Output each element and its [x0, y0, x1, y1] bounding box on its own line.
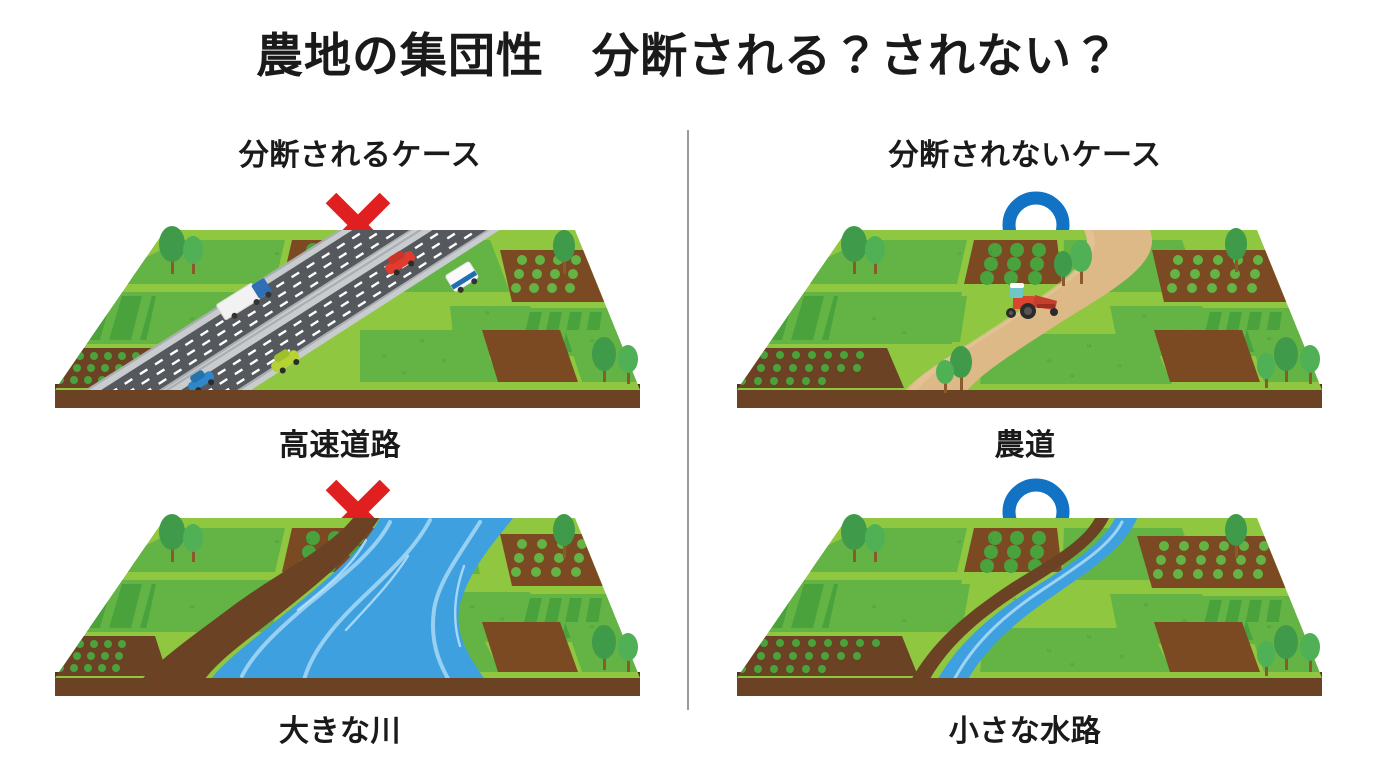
svg-text:ɯ: ɯ: [902, 330, 906, 336]
svg-text:ɯ: ɯ: [1047, 358, 1051, 364]
svg-text:ɯ: ɯ: [872, 604, 876, 610]
vehicle-van-white-blue: [445, 261, 479, 293]
svg-text:ɯ: ɯ: [1070, 373, 1074, 379]
svg-text:ɯ: ɯ: [1142, 313, 1146, 319]
column-heading-right: 分断されないケース: [888, 139, 1162, 172]
svg-text:ɯ: ɯ: [1267, 336, 1271, 342]
svg-text:ɯ: ɯ: [1117, 363, 1121, 369]
tree-topright: [553, 514, 575, 558]
svg-text:ɯ: ɯ: [1047, 648, 1051, 654]
page-title: 農地の集団性 分断される？されない？: [256, 29, 1120, 82]
svg-text:ɯ: ɯ: [902, 618, 906, 624]
svg-text:ɯ: ɯ: [590, 338, 594, 344]
svg-text:ɯ: ɯ: [442, 358, 446, 364]
caption-big-river: 大きな川: [279, 715, 401, 748]
svg-text:ɯ: ɯ: [988, 537, 992, 543]
svg-text:ɯ: ɯ: [1144, 602, 1148, 608]
svg-text:ɯ: ɯ: [1087, 343, 1091, 349]
vehicle-car-green: [271, 349, 300, 374]
vehicle-tractor-red: [1006, 283, 1058, 319]
vehicle-truck-white-blue: [216, 278, 272, 321]
svg-text:ɯ: ɯ: [420, 338, 424, 344]
svg-text:ɯ: ɯ: [500, 616, 504, 622]
scene-farm-road: ɯɯɯ ɯɯɯ ɯɯɯ ɯɯɯ: [712, 222, 1332, 422]
svg-text:ɯ: ɯ: [1070, 662, 1074, 668]
caption-small-channel: 小さな水路: [948, 715, 1102, 748]
svg-text:ɯ: ɯ: [382, 353, 386, 359]
svg-text:ɯ: ɯ: [872, 316, 876, 322]
tree-cluster-bottomright: [592, 337, 638, 384]
svg-text:ɯ: ɯ: [190, 316, 194, 322]
svg-text:ɯ: ɯ: [1182, 618, 1186, 624]
caption-farm-road: 農道: [994, 429, 1056, 462]
tree-cluster-topleft: [841, 514, 885, 562]
svg-text:ɯ: ɯ: [1120, 654, 1124, 660]
svg-text:ɯ: ɯ: [528, 330, 532, 336]
svg-text:ɯ: ɯ: [1267, 624, 1271, 630]
tree-cluster-bottomright: [1257, 625, 1320, 676]
svg-text:ɯ: ɯ: [957, 539, 961, 545]
tree-topright: [553, 230, 575, 274]
svg-text:ɯ: ɯ: [275, 539, 279, 545]
svg-text:ɯ: ɯ: [275, 251, 279, 257]
scene-big-river: ɯɯɯ ɯɯɯ ɯɯɯ ɯɯ: [30, 510, 650, 710]
svg-text:ɯ: ɯ: [988, 249, 992, 255]
tree-cluster-bottomright: [1257, 337, 1320, 388]
svg-text:ɯ: ɯ: [1012, 596, 1016, 602]
tree-topright: [1225, 228, 1247, 272]
scene-highway: ɯɯɯ ɯɯɯ ɯɯɯ ɯɯɯ: [30, 222, 650, 422]
svg-text:ɯ: ɯ: [190, 604, 194, 610]
tree-cluster-topleft: [159, 226, 203, 274]
tree-topright: [1225, 514, 1247, 558]
column-heading-left: 分断されるケース: [238, 139, 482, 172]
tree-cluster-bottomright: [592, 625, 638, 672]
vehicle-car-red: [385, 250, 416, 276]
scene-small-channel: ɯ ɯ ɯ ɯ ɯ ɯ ɯ ɯ ɯ ɯ ɯ ɯ: [712, 510, 1332, 710]
tree-cluster-topleft: [159, 514, 203, 562]
caption-highway: 高速道路: [279, 429, 401, 462]
svg-text:ɯ: ɯ: [1087, 634, 1091, 640]
tree-cluster-topmid: [1054, 240, 1092, 286]
svg-text:ɯ: ɯ: [470, 604, 474, 610]
svg-text:ɯ: ɯ: [485, 310, 489, 316]
channel-bank: [908, 518, 1110, 678]
tree-midlow: [936, 346, 972, 393]
tree-cluster-topleft: [841, 226, 885, 274]
river-bank: [136, 518, 382, 678]
svg-text:ɯ: ɯ: [957, 251, 961, 257]
svg-text:ɯ: ɯ: [402, 370, 406, 376]
svg-text:ɯ: ɯ: [1182, 330, 1186, 336]
column-divider: [687, 130, 689, 710]
vehicle-car-blue: [188, 370, 215, 390]
svg-text:ɯ: ɯ: [306, 537, 310, 543]
svg-text:ɯ: ɯ: [590, 624, 594, 630]
